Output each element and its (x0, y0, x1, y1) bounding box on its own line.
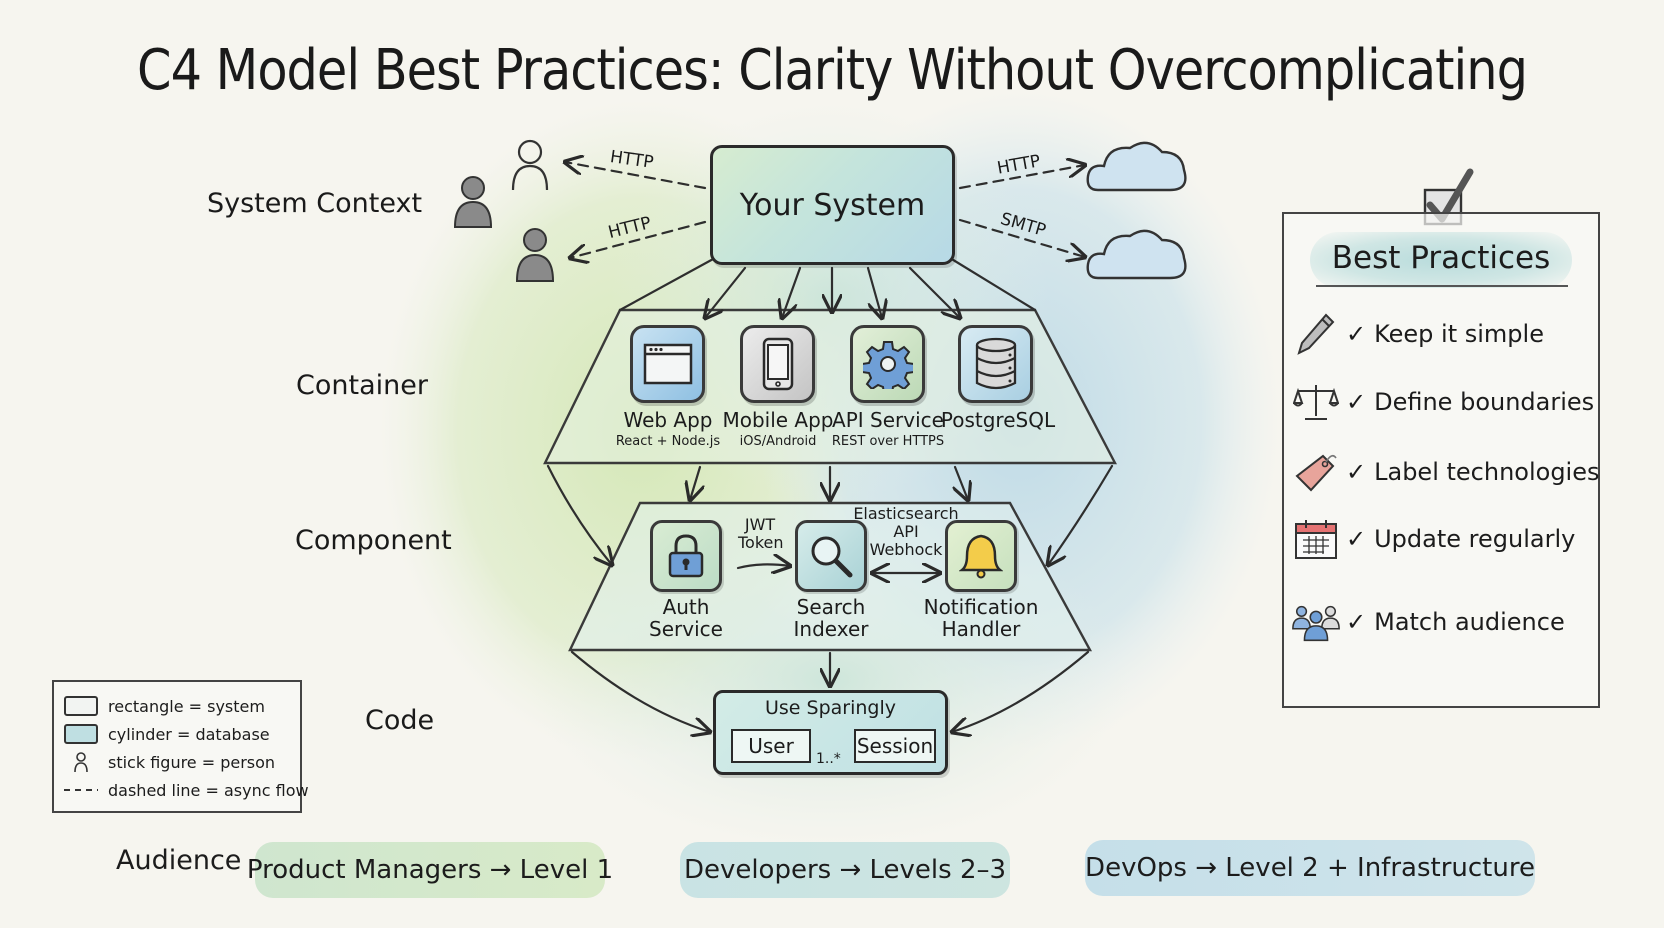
legend-item-dashed-line: dashed line = async flow (64, 776, 309, 804)
person-icon (515, 228, 555, 282)
class-box-user: User (731, 729, 811, 763)
audience-label: Audience (116, 845, 242, 876)
audience-product-managers: Product Managers → Level 1 (247, 842, 613, 898)
container-tile-mobile-app (740, 325, 815, 403)
best-practices-heading: Best Practices (1331, 240, 1551, 276)
level-label-component: Component (295, 525, 452, 556)
container-tile-web-app (630, 325, 705, 403)
level-label-code: Code (365, 705, 435, 736)
container-label-web-app: Web App (623, 408, 713, 432)
legend-item-cylinder: cylinder = database (64, 720, 290, 748)
tag-icon (1290, 450, 1342, 494)
component-label-notification-handler: Notification Handler (923, 595, 1039, 641)
container-label-api-service: API Service (832, 408, 944, 432)
component-label-search-indexer: Search Indexer (793, 595, 869, 641)
best-practice-item: ✓ Match audience (1290, 600, 1565, 644)
dashed-line-icon (64, 789, 98, 791)
edge-label-elasticsearch-api-webhook: Elasticsearch API Webhock (853, 504, 959, 559)
heading-underline (1316, 285, 1568, 287)
cloud-icon (1086, 141, 1187, 192)
pencil-icon (1290, 312, 1342, 356)
your-system-box: Your System (710, 145, 955, 265)
person-icon (453, 176, 493, 228)
your-system-label: Your System (739, 187, 926, 223)
audience-devops: DevOps → Level 2 + Infrastructure (1085, 840, 1535, 896)
best-practice-item: ✓ Keep it simple (1290, 312, 1544, 356)
smartphone-icon (762, 337, 793, 391)
level-label-system-context: System Context (207, 188, 423, 219)
code-level-title: Use Sparingly (764, 697, 896, 719)
people-group-icon (1290, 600, 1342, 644)
edge-label-jwt-token: JWT Token (738, 515, 784, 552)
heading-highlight (1310, 232, 1572, 288)
padlock-icon (668, 534, 704, 578)
component-piece-search-indexer (795, 520, 867, 592)
stick-figure-icon (74, 752, 88, 773)
association-multiplicity: 1..* (816, 751, 841, 767)
rectangle-swatch-icon (64, 696, 98, 716)
scales-icon (1290, 380, 1342, 424)
container-label-mobile-app: Mobile App (722, 408, 834, 432)
cylinder-swatch-icon (64, 724, 98, 744)
legend-box: rectangle = system cylinder = database s… (52, 680, 309, 813)
container-tile-api-service (850, 325, 925, 403)
component-label-auth-service: Auth Service (649, 595, 723, 641)
container-tech-web-app: React + Node.js (615, 434, 721, 449)
best-practice-item: ✓ Define boundaries (1290, 380, 1594, 424)
person-outline-icon (511, 139, 549, 191)
best-practice-item: ✓ Update regularly (1290, 517, 1575, 561)
database-icon (975, 337, 1016, 390)
page-title: C4 Model Best Practices: Clarity Without… (137, 38, 1528, 103)
component-piece-auth-service (650, 520, 722, 592)
container-tech-mobile-app: iOS/Android (739, 434, 817, 449)
container-label-postgresql: PostgreSQL (940, 408, 1056, 432)
container-tech-api-service: REST over HTTPS (831, 434, 945, 449)
legend-item-rectangle: rectangle = system (64, 692, 290, 720)
gear-icon (862, 341, 913, 389)
bell-icon (959, 534, 1003, 579)
magnifier-icon (811, 536, 853, 578)
cloud-icon (1086, 229, 1187, 280)
best-practice-item: ✓ Label technologies (1290, 450, 1599, 494)
class-box-session: Session (854, 729, 936, 763)
container-tile-postgresql (958, 325, 1033, 403)
browser-window-icon (643, 343, 692, 385)
legend-item-person: stick figure = person (64, 748, 290, 776)
audience-developers: Developers → Levels 2–3 (680, 842, 1010, 898)
component-piece-notification-handler (945, 520, 1017, 592)
calendar-icon (1290, 517, 1342, 561)
code-level-box: Use Sparingly User Session 1..* (713, 690, 948, 775)
level-label-container: Container (296, 370, 428, 401)
